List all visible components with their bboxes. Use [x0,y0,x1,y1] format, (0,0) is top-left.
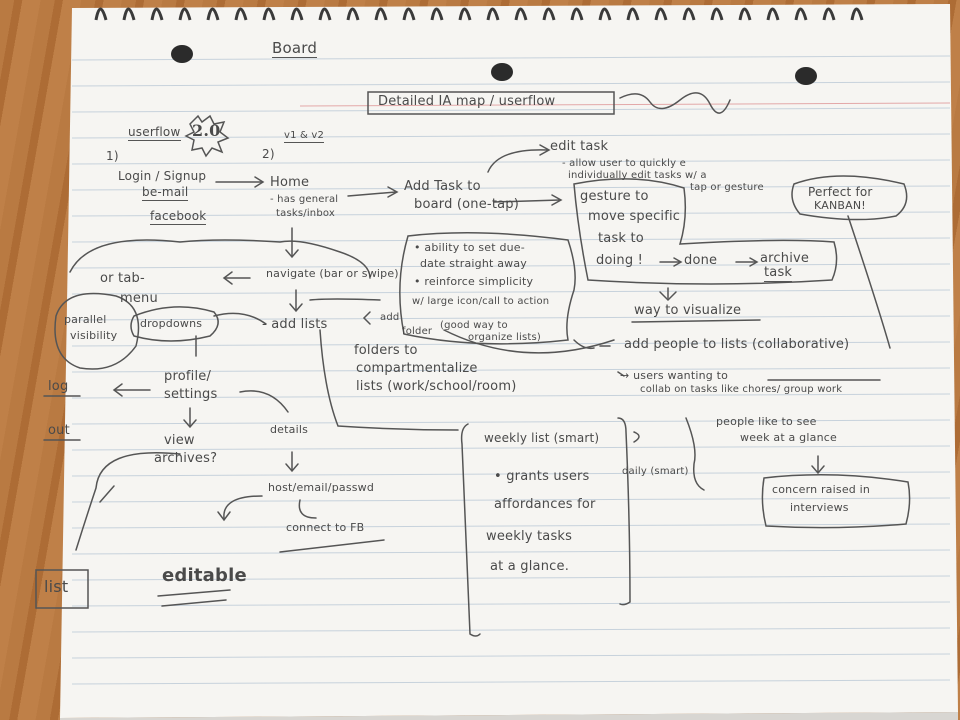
paper-page [60,4,958,718]
ability-note-2: date straight away [420,257,528,270]
way-to-visualize: way to visualize [634,303,742,318]
home-node: Home [270,175,310,190]
weekly-note-1: • grants users [494,469,590,484]
header-title: Detailed IA map / userflow [378,94,556,109]
concern-note-2: interviews [790,501,849,514]
edit-task-note-3: tap or gesture [690,182,764,193]
add-task-node: Add Task to [404,179,481,194]
concern-note-1: concern raised in [772,483,871,496]
out-node: out [48,423,70,438]
list-node: list [44,577,69,596]
version-badge: 2.0 [192,121,221,140]
done-node: done [684,253,718,268]
home-note-2: tasks/inbox [276,208,336,219]
edit-task-node: edit task [550,139,609,154]
folders-node-1: folders to [354,343,418,358]
connect-fb-node: connect to FB [286,521,365,534]
weekly-list-title: weekly list (smart) [484,431,600,445]
add-people-node: add people to lists (collaborative) [624,337,850,352]
login-email: be-mail [142,185,189,201]
add-folder-1: add [380,312,400,323]
margin-line [299,102,951,107]
userflow-label: userflow [128,125,181,141]
add-task-node-2: board (one-tap) [414,197,520,212]
version-note: v1 & v2 [284,130,325,143]
editable-node: editable [162,565,247,586]
daily-node: daily (smart) [622,466,689,477]
people-like-1: people like to see [716,415,817,428]
folders-node-2: compartmentalize [356,361,478,376]
page-title: Board [272,39,318,59]
good-way-2: organize lists) [468,332,542,343]
gesture-node: gesture to [580,189,649,204]
ability-note-3: • reinforce simplicity [414,275,534,288]
add-lists-node: - add lists [262,317,328,332]
archive-node: archive [760,251,810,266]
archives-node: archives? [154,451,218,466]
weekly-note-2: affordances for [494,497,596,512]
details-node: details [270,423,309,436]
parallel-visibility-2: visibility [70,329,118,342]
gesture-node-2: move specific [588,209,681,224]
spiral-binding [94,7,864,21]
kanban-note-1: Perfect for [808,185,873,199]
home-note-1: - has general [270,194,339,205]
settings-node: settings [164,387,218,402]
view-node: view [164,433,195,448]
edit-task-note-1: - allow user to quickly e [562,158,686,169]
pencil-strokes [35,91,911,637]
ability-note-4: w/ large icon/call to action [412,296,550,307]
login-signup: Login / Signup [118,169,207,183]
profile-node: profile/ [164,369,212,384]
log-node: log [48,379,69,394]
parallel-visibility-1: parallel [64,313,107,326]
users-wanting-2: collab on tasks like chores/ group work [640,384,843,395]
tab-menu-2: menu [120,291,158,306]
navigate-node: navigate (bar or swipe) [266,267,399,280]
punch-holes [171,45,817,85]
tab-menu-1: or tab- [100,271,145,286]
weekly-note-3: weekly tasks [486,529,573,544]
folders-node-3: lists (work/school/room) [356,379,517,394]
good-way-1: (good way to [440,320,508,331]
step-marker-1: 1) [106,149,119,163]
login-facebook: facebook [150,209,207,225]
step-marker-2: 2) [262,147,275,161]
weekly-note-4: at a glance. [490,559,570,574]
host-email-node: host/email/passwd [268,481,375,494]
edit-task-note-2: individually edit tasks w/ a [568,170,707,181]
archive-task-node: task [764,265,793,282]
gesture-node-3: task to [598,231,644,246]
doing-node: doing ! [596,253,644,268]
kanban-note-2: KANBAN! [814,199,866,212]
ability-note-1: • ability to set due- [414,241,525,254]
users-wanting-1: → users wanting to [620,369,729,382]
people-like-2: week at a glance [740,431,837,444]
dropdowns-node: dropdowns [140,317,203,330]
add-folder-2: folder [402,326,433,337]
